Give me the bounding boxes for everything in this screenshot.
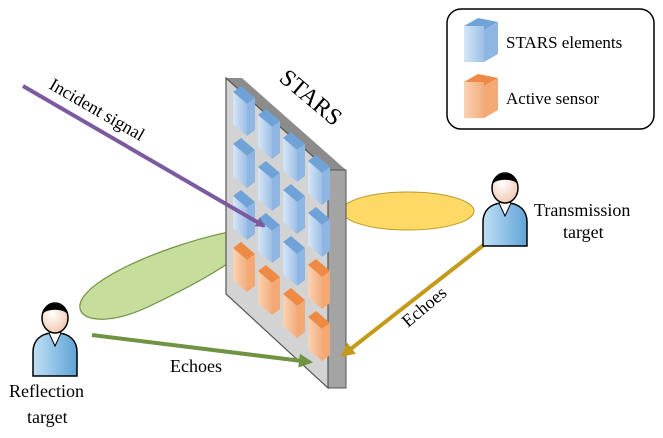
reflection-target-label-line1: Reflection bbox=[9, 381, 84, 401]
stars-element bbox=[258, 213, 280, 263]
reflection-target-person-icon bbox=[32, 302, 78, 377]
transmission-beam bbox=[341, 191, 475, 231]
stars-element bbox=[283, 184, 305, 234]
active-sensor-element bbox=[308, 259, 330, 309]
transmission-target-label-line2: target bbox=[563, 222, 604, 242]
stars-element bbox=[233, 86, 255, 136]
legend-label-stars-elements: STARS elements bbox=[506, 33, 622, 52]
active-sensor-element bbox=[258, 265, 280, 315]
reflection-beam bbox=[79, 227, 268, 320]
reflection-echoes-arrow bbox=[91, 333, 313, 368]
echoes-label-left: Echoes bbox=[170, 356, 222, 376]
stars-element bbox=[308, 207, 330, 257]
stars-element bbox=[283, 236, 305, 286]
transmission-target-label-line1: Transmission bbox=[534, 200, 630, 220]
transmission-echoes-arrow bbox=[340, 238, 492, 357]
stars-element bbox=[233, 190, 255, 240]
legend-orange-cube-icon bbox=[464, 74, 498, 118]
stars-element bbox=[258, 109, 280, 159]
stars-element bbox=[308, 155, 330, 205]
active-sensor-element bbox=[233, 242, 255, 292]
legend: STARS elements Active sensor bbox=[446, 8, 655, 130]
stars-element bbox=[258, 161, 280, 211]
incident-arrow bbox=[21, 84, 266, 228]
stars-element bbox=[233, 138, 255, 188]
stars-element bbox=[283, 132, 305, 182]
active-sensor-element bbox=[283, 288, 305, 338]
panel-elements bbox=[233, 86, 330, 361]
active-sensor-element bbox=[308, 311, 330, 361]
reflection-target-label-line2: target bbox=[27, 407, 68, 427]
stars-panel bbox=[225, 76, 347, 390]
transmission-target-person-icon bbox=[482, 172, 528, 247]
legend-label-active-sensor: Active sensor bbox=[506, 89, 599, 108]
legend-blue-cube-icon bbox=[464, 18, 498, 62]
